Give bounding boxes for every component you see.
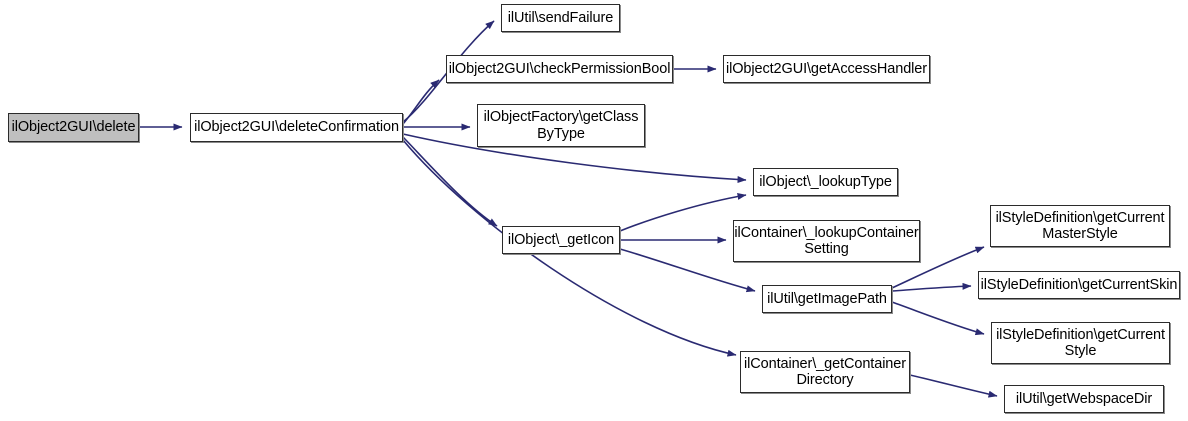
edge-deleteConfirmation-to-getIcon [402, 136, 498, 227]
graph-node-lookupContainerSetting[interactable]: ilContainer\_lookupContainer Setting [733, 220, 920, 262]
graph-node-getImagePath[interactable]: ilUtil\getImagePath [762, 285, 892, 313]
edge-getImagePath-to-getCurrentStyle [891, 301, 985, 336]
graph-node-lookupType[interactable]: ilObject\_lookupType [753, 168, 898, 196]
graph-node-delete[interactable]: ilObject2GUI\delete [8, 113, 139, 142]
edge-deleteConfirmation-to-checkPermissionBool [402, 79, 440, 125]
graph-node-getContainerDirectory[interactable]: ilContainer\_getContainer Directory [740, 351, 910, 393]
graph-node-sendFailure[interactable]: ilUtil\sendFailure [501, 4, 620, 32]
graph-node-deleteConfirmation[interactable]: ilObject2GUI\deleteConfirmation [190, 113, 403, 142]
graph-node-getCurrentMasterStyle[interactable]: ilStyleDefinition\getCurrent MasterStyle [990, 205, 1170, 247]
graph-node-getCurrentSkin[interactable]: ilStyleDefinition\getCurrentSkin [978, 271, 1180, 299]
graph-node-getCurrentStyle[interactable]: ilStyleDefinition\getCurrent Style [991, 322, 1170, 364]
graph-node-getWebspaceDir[interactable]: ilUtil\getWebspaceDir [1004, 385, 1164, 413]
graph-node-getIcon[interactable]: ilObject\_getIcon [502, 226, 620, 254]
edge-getContainerDirectory-to-getWebspaceDir [909, 374, 998, 398]
edge-getImagePath-to-getCurrentSkin [891, 282, 972, 292]
edge-getIcon-to-lookupType [619, 193, 747, 232]
graph-node-getClassByType[interactable]: ilObjectFactory\getClass ByType [477, 104, 645, 147]
graph-node-getAccessHandler[interactable]: ilObject2GUI\getAccessHandler [723, 55, 930, 83]
graph-node-checkPermissionBool[interactable]: ilObject2GUI\checkPermissionBool [446, 55, 673, 83]
